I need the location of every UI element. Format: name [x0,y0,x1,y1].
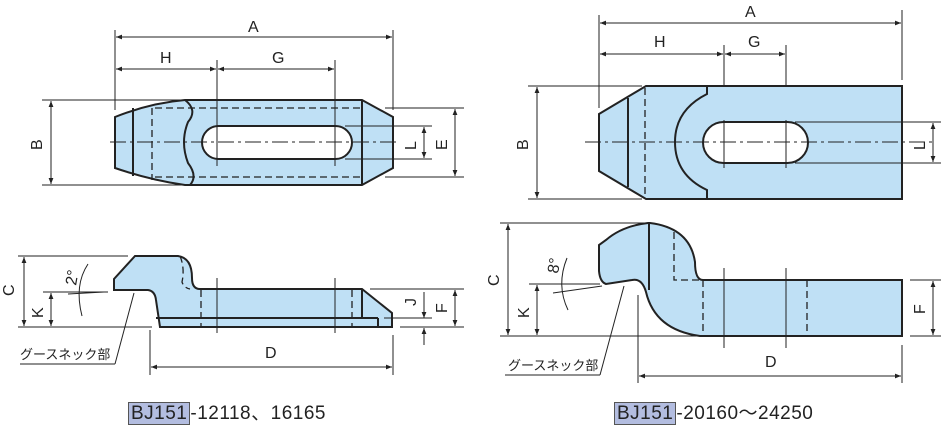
dim-d-label: D [265,345,277,362]
dim-l-label: L [403,141,420,150]
dim-f-label: F [434,303,451,313]
right-top-view: A H G L B [515,4,941,200]
left-caption: BJ151-12118、16165 [128,398,326,425]
angle-label: 8° [545,257,564,275]
right-caption: BJ151-20160～24250 [614,398,813,425]
dim-d-label: D [765,354,777,371]
dim-k-label: K [516,307,533,318]
model-range: -12118、16165 [190,403,326,424]
dim-k-label: K [30,307,47,318]
dim-b-label: B [29,139,46,150]
dim-h-label: H [160,50,172,67]
dim-j-label: J [403,298,420,306]
dim-c-label: C [1,284,18,296]
dim-h-label: H [654,34,666,51]
left-top-view: A H G B L E [29,19,464,186]
gooseneck-label: グースネック部 [20,348,110,363]
dim-g-label: G [748,34,760,51]
angle-label: 2° [63,269,82,287]
model-code: BJ151 [128,402,191,425]
dim-e-label: E [434,139,451,150]
dim-g-label: G [272,50,284,67]
model-range: -20160～24250 [676,403,814,424]
right-side-view: C K 8° グースネック部 D F [486,222,941,383]
gooseneck-label: グースネック部 [508,359,598,374]
left-side-view: C K 2° グースネック部 D J F [1,255,464,375]
dim-a-label: A [248,19,259,36]
dim-a-label: A [745,4,756,21]
dim-b-label: B [515,139,532,150]
dim-l-label: L [912,141,929,150]
model-code: BJ151 [614,402,677,425]
dim-c-label: C [486,274,503,286]
dim-f-label: F [912,304,929,314]
